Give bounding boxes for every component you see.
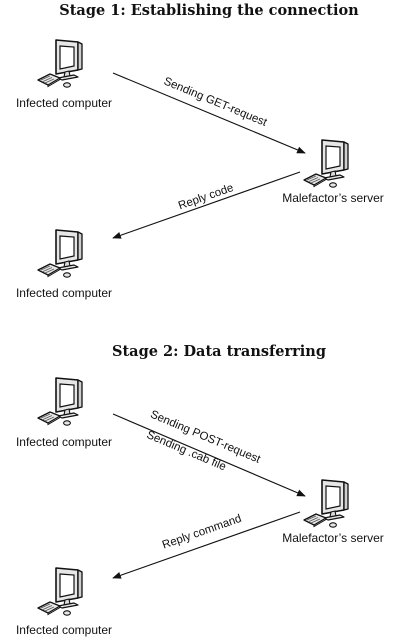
reply-label: Reply command (161, 513, 243, 552)
stage-1: Stage 1: Establishing the connection Inf… (16, 2, 384, 300)
desktop-computer-icon (37, 567, 83, 617)
stage-2-malefactor-server: Malefactor’s server (282, 479, 384, 545)
stage-1-get-request-arrow: Sending GET-request (112, 72, 306, 154)
stage-2-infected-computer-target: Infected computer (16, 567, 112, 637)
request-arrow (112, 413, 306, 497)
stage-1-reply-code-arrow: Reply code (112, 171, 301, 239)
malefactor-server-label: Malefactor’s server (282, 191, 384, 205)
stage-2-post-request-arrow: Sending POST-request Sending .cab file (112, 409, 306, 497)
infected-computer-label: Infected computer (16, 286, 112, 300)
desktop-computer-icon (37, 377, 83, 427)
desktop-computer-icon (303, 479, 349, 529)
stage-2-title: Stage 2: Data transferring (112, 343, 326, 360)
request-arrow (112, 72, 306, 154)
stage-1-malefactor-server: Malefactor’s server (282, 139, 384, 205)
stage-1-infected-computer-target: Infected computer (16, 229, 112, 300)
infected-computer-label: Infected computer (16, 96, 112, 110)
desktop-computer-icon (303, 139, 349, 188)
reply-label: Reply code (177, 182, 235, 212)
request-label: Sending GET-request (162, 75, 269, 129)
stage-1-infected-computer-source: Infected computer (16, 39, 112, 110)
infected-computer-label: Infected computer (16, 623, 112, 637)
stage-1-title: Stage 1: Establishing the connection (59, 2, 359, 19)
reply-arrow (112, 171, 301, 239)
reply-arrow (112, 511, 301, 579)
desktop-computer-icon (37, 39, 83, 88)
stage-2-infected-computer-source: Infected computer (16, 377, 112, 449)
stage-2-reply-command-arrow: Reply command (112, 511, 301, 579)
infected-computer-label: Infected computer (16, 435, 112, 449)
malefactor-server-label: Malefactor’s server (282, 531, 384, 545)
stage-2: Stage 2: Data transferring Infected comp… (16, 343, 384, 637)
desktop-computer-icon (37, 229, 83, 279)
